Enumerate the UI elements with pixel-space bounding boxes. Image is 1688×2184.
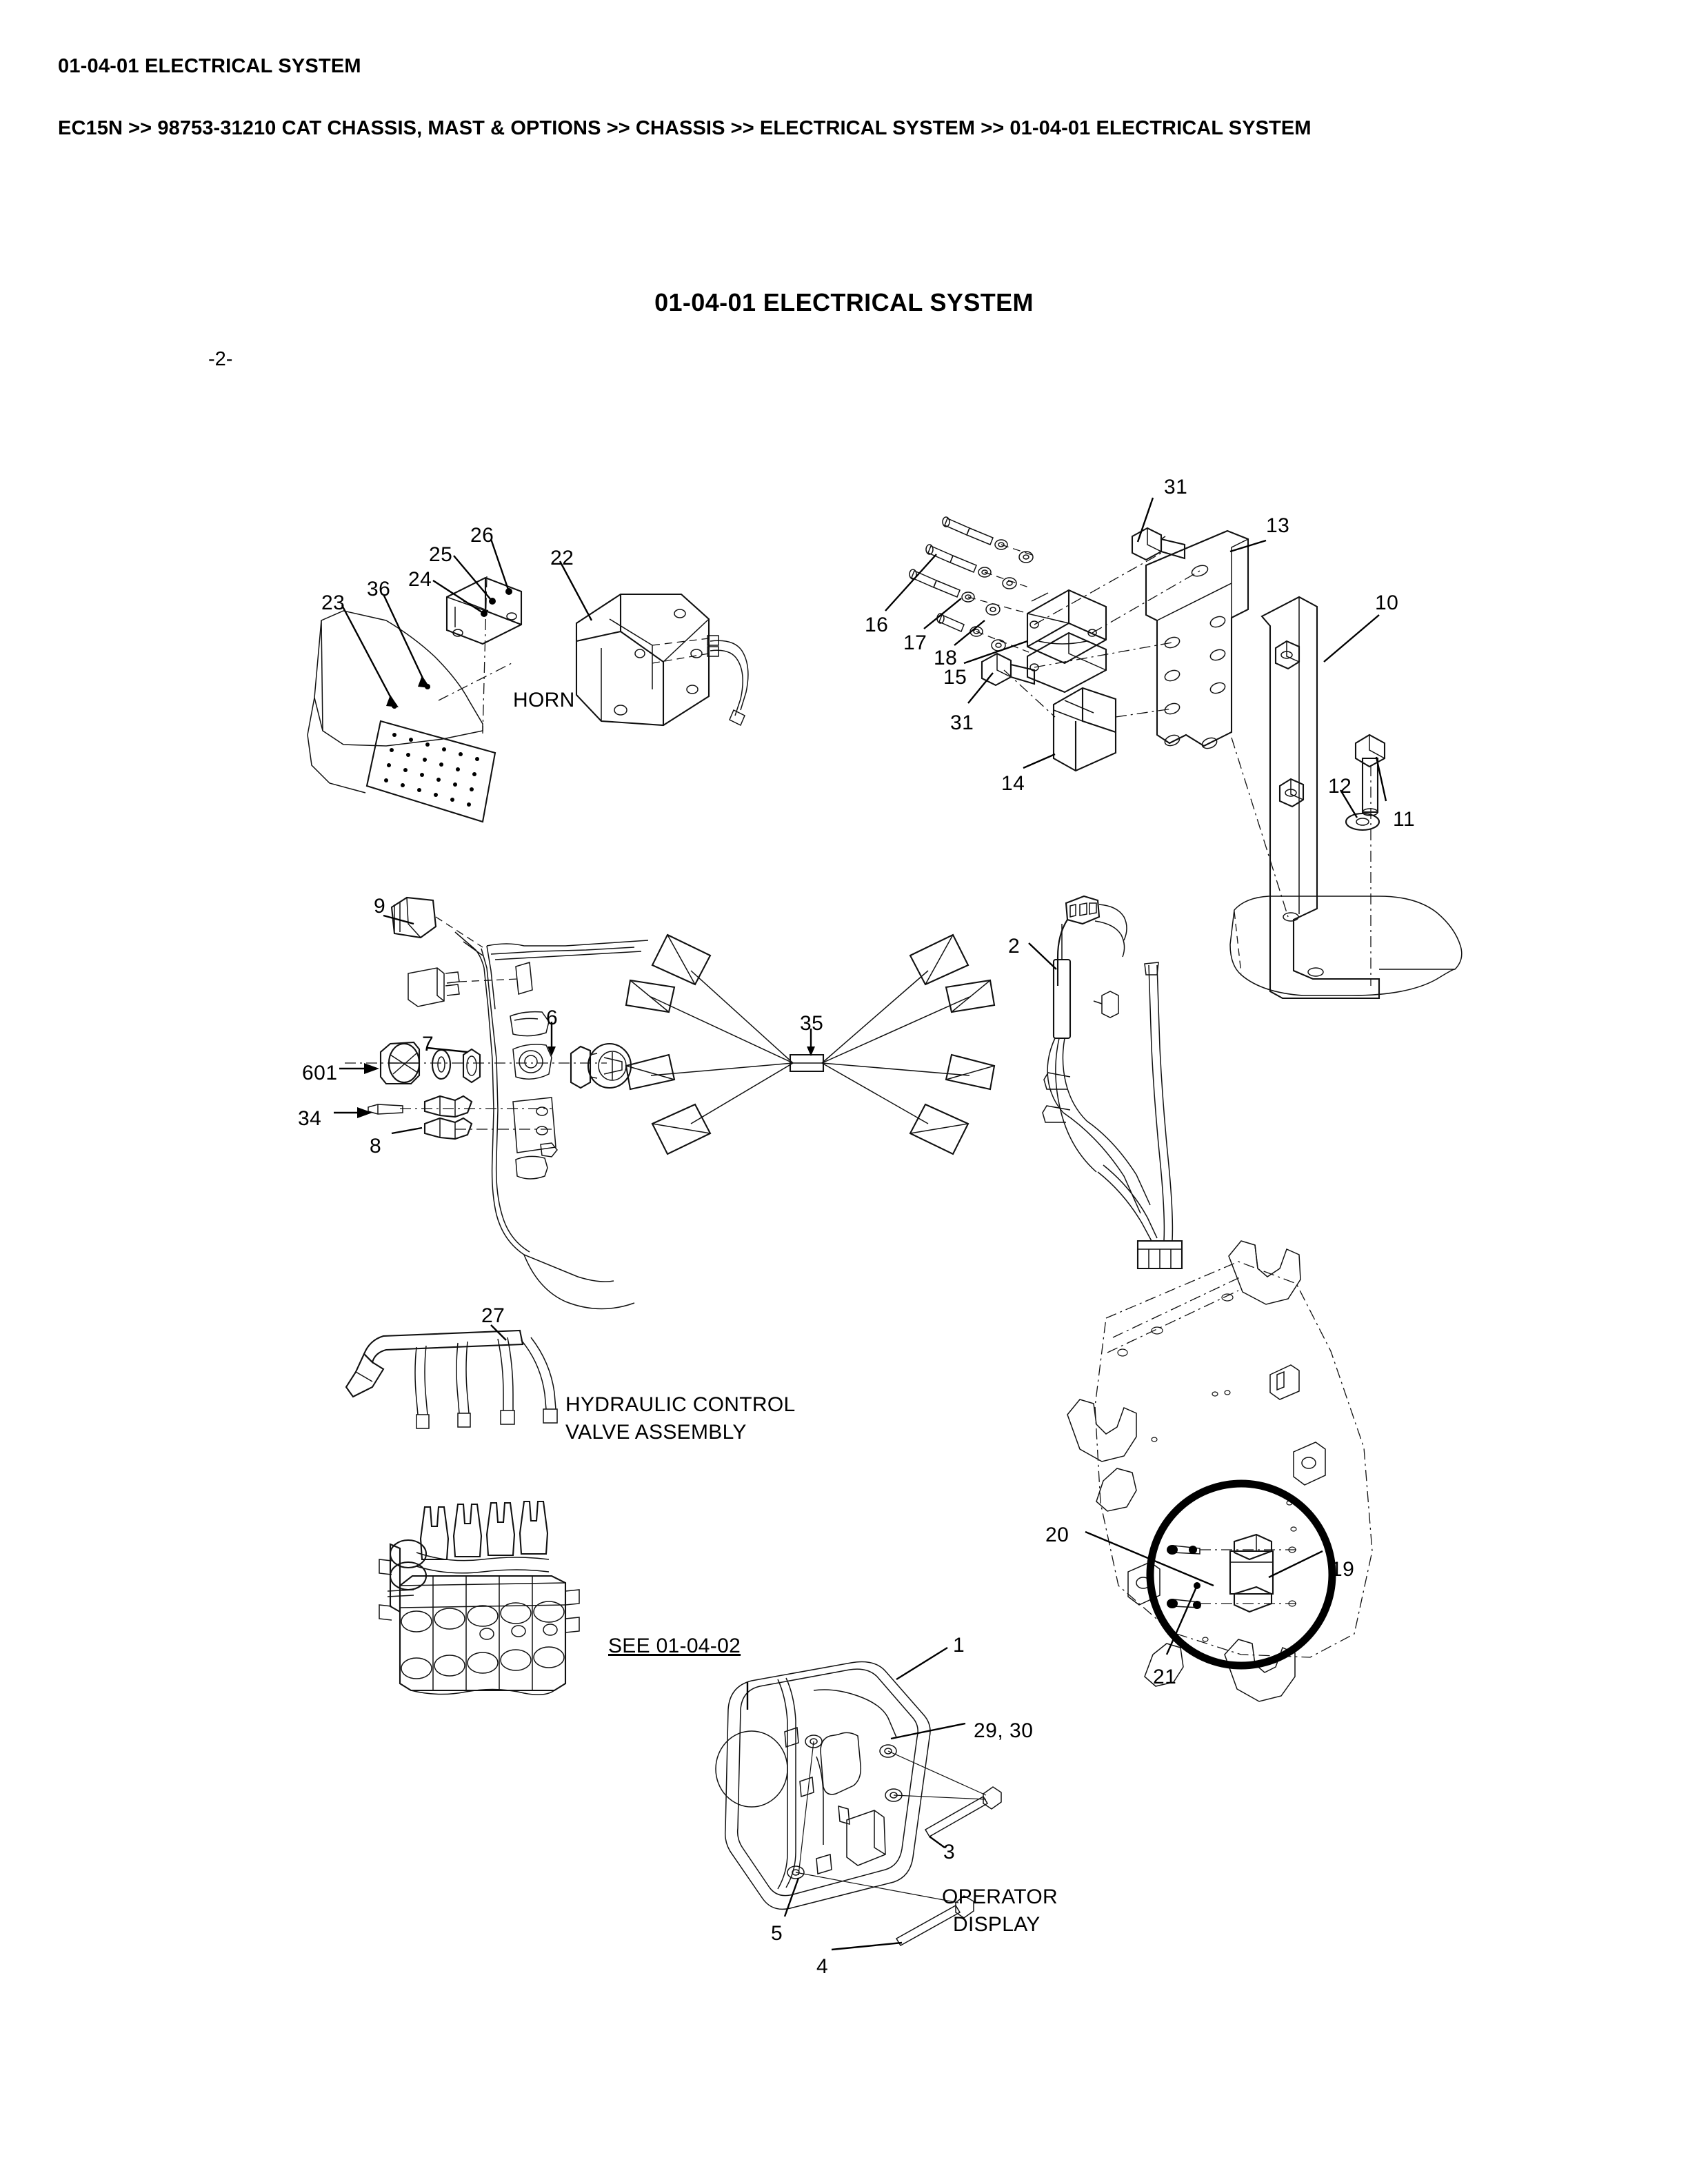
callout-27: 27 bbox=[481, 1304, 505, 1327]
switch-panel-group bbox=[334, 898, 648, 1309]
callout-8: 8 bbox=[370, 1135, 382, 1157]
operator-display-group bbox=[716, 1648, 1001, 1950]
page-number: -2- bbox=[208, 348, 233, 370]
callout-20: 20 bbox=[1045, 1524, 1069, 1546]
callout-6: 6 bbox=[546, 1007, 559, 1029]
bracket-assembly-group bbox=[885, 498, 1462, 998]
callout-18: 18 bbox=[934, 647, 958, 669]
valve-harness-group bbox=[346, 1325, 557, 1428]
callout-5: 5 bbox=[771, 1922, 783, 1945]
callout-23: 23 bbox=[321, 592, 345, 614]
callout-31: 31 bbox=[1164, 476, 1188, 498]
hydraulic-valve-body bbox=[379, 1502, 579, 1695]
caption-operator-line1: OPERATOR bbox=[942, 1885, 1058, 1908]
figure-title: 01-04-01 ELECTRICAL SYSTEM bbox=[654, 288, 1034, 316]
callout-25: 25 bbox=[429, 543, 453, 566]
callout-36: 36 bbox=[367, 578, 391, 600]
callout-29-30: 29, 30 bbox=[974, 1719, 1034, 1742]
callout-14: 14 bbox=[1001, 772, 1025, 795]
callout-4: 4 bbox=[816, 1955, 829, 1978]
callout-7: 7 bbox=[422, 1033, 434, 1055]
callout-11: 11 bbox=[1393, 808, 1416, 831]
horn-assembly-group bbox=[308, 539, 748, 822]
callout-2: 2 bbox=[1008, 935, 1021, 958]
callout-21: 21 bbox=[1153, 1666, 1177, 1688]
callout-13: 13 bbox=[1266, 514, 1290, 537]
caption-horn: HORN bbox=[513, 689, 575, 711]
callout-1: 1 bbox=[953, 1634, 965, 1657]
caption-see-reference: SEE 01-04-02 bbox=[608, 1635, 741, 1657]
callout-16: 16 bbox=[865, 614, 889, 636]
callout-19: 19 bbox=[1331, 1558, 1355, 1581]
cable-tie-fan-group bbox=[626, 935, 994, 1154]
callout-26: 26 bbox=[470, 524, 494, 547]
callout-17: 17 bbox=[903, 631, 927, 654]
rear-panel-group bbox=[1067, 1241, 1372, 1701]
caption-operator-line2: DISPLAY bbox=[953, 1913, 1041, 1936]
callout-9: 9 bbox=[374, 895, 386, 918]
callout-24: 24 bbox=[408, 568, 432, 591]
callout-31: 31 bbox=[950, 711, 974, 734]
callout-34: 34 bbox=[298, 1107, 322, 1130]
callout-601: 601 bbox=[302, 1062, 338, 1084]
callout-10: 10 bbox=[1375, 592, 1399, 614]
callout-12: 12 bbox=[1328, 775, 1352, 798]
harness-group bbox=[1029, 896, 1182, 1268]
page-title: 01-04-01 ELECTRICAL SYSTEM bbox=[58, 55, 361, 77]
callout-22: 22 bbox=[550, 547, 574, 569]
caption-hydraulic-valve-line2: VALVE ASSEMBLY bbox=[565, 1421, 747, 1444]
caption-hydraulic-valve-line1: HYDRAULIC CONTROL bbox=[565, 1393, 796, 1416]
callout-15: 15 bbox=[943, 666, 967, 689]
callout-3: 3 bbox=[943, 1841, 956, 1863]
breadcrumb: EC15N >> 98753-31210 CAT CHASSIS, MAST &… bbox=[58, 117, 1312, 139]
callout-35: 35 bbox=[800, 1012, 824, 1035]
